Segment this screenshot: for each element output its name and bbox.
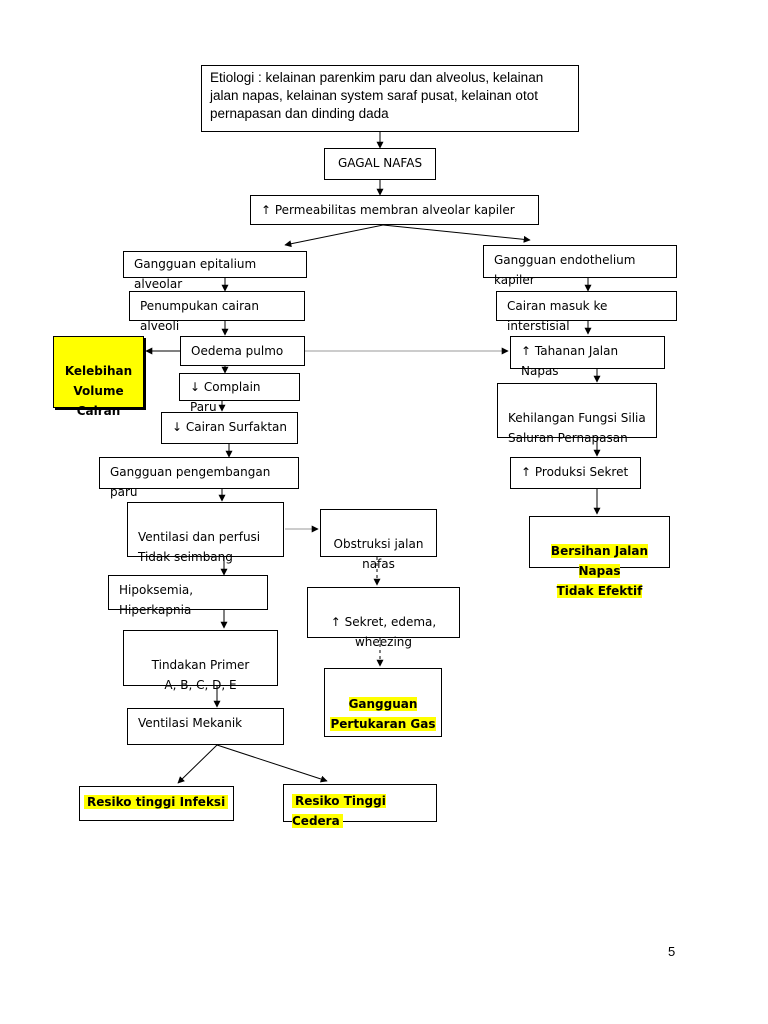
node-cairan-surfaktan: ↓ Cairan Surfaktan <box>161 412 298 444</box>
arrow-permeabilitas-epitalium <box>284 224 384 248</box>
node-ventilasi-mekanik: Ventilasi Mekanik <box>127 708 284 745</box>
node-gagal-nafas: GAGAL NAFAS <box>324 148 436 180</box>
arrow-mekanik-infeksi <box>177 744 218 784</box>
node-complain: ↓ Complain Paru <box>179 373 300 414</box>
arrow-permeabilitas-endothelium <box>382 224 531 243</box>
arrow-mekanik-cedera <box>216 744 328 783</box>
node-gangguan-endothelium: Gangguan endothelium kapiler <box>483 245 677 287</box>
node-etiologi: Etiologi : kelainan parenkim paru dan al… <box>201 65 579 132</box>
page-number: 5 <box>668 944 676 959</box>
node-resiko-infeksi: Resiko tinggi Infeksi <box>79 786 234 821</box>
node-gangguan-pengembangan: Gangguan pengembangan paru <box>99 457 299 499</box>
node-gangguan-pertukaran-gas: Gangguan Pertukaran Gas <box>324 668 442 737</box>
node-bersihan-jalan-napas: Bersihan Jalan Napas Tidak Efektif <box>529 516 670 598</box>
node-penumpukan: Penumpukan cairan alveoli <box>129 291 305 333</box>
node-ventilasi-perfusi: Ventilasi dan perfusi Tidak seimbang <box>127 502 284 564</box>
node-hipoksemia: Hipoksemia, Hiperkapnia <box>108 575 268 617</box>
node-cairan-masuk: Cairan masuk ke interstisial <box>496 291 677 333</box>
node-tahanan: ↑ Tahanan Jalan Napas <box>510 336 665 378</box>
node-obstruksi: Obstruksi jalan nafas <box>320 509 437 571</box>
node-produksi-sekret: ↑ Produksi Sekret <box>510 457 641 489</box>
node-oedema: Oedema pulmo <box>180 336 305 366</box>
node-kelebihan-volume: Kelebihan Volume Cairan <box>53 336 144 418</box>
node-gangguan-epitalium: Gangguan epitalium alveolar <box>123 251 307 291</box>
node-resiko-cedera: Resiko Tinggi Cedera <box>283 784 437 828</box>
node-tindakan-primer: Tindakan Primer A, B, C, D, E <box>123 630 278 692</box>
node-sekret-edema: ↑ Sekret, edema, wheezing <box>307 587 460 649</box>
node-kehilangan: Kehilangan Fungsi Silia Saluran Pernapas… <box>497 383 657 445</box>
node-permeabilitas: ↑ Permeabilitas membran alveolar kapiler <box>250 195 539 225</box>
